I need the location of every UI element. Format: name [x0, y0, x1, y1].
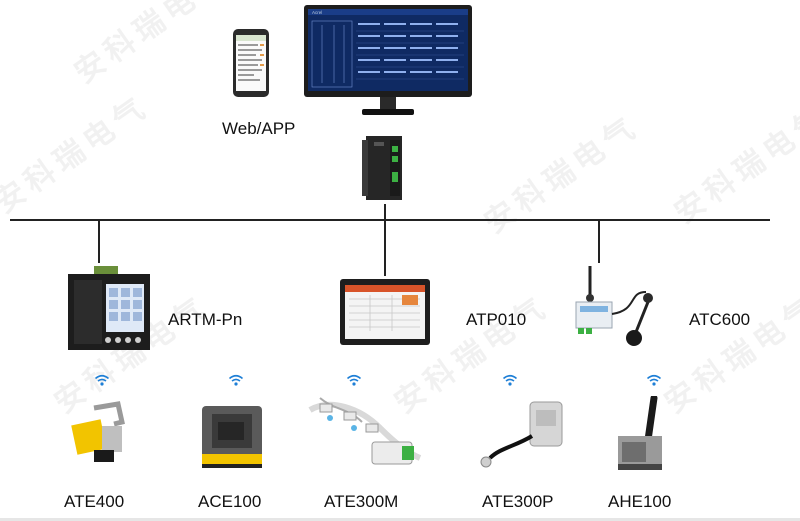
touch-screen-icon — [340, 279, 430, 350]
wifi-icon — [346, 374, 362, 386]
clamp-sensor-icon — [68, 400, 138, 475]
antenna-module-icon — [612, 394, 672, 481]
smartphone-icon — [232, 28, 270, 103]
connector-line — [384, 221, 386, 276]
sensor-label: ATE300M — [324, 492, 399, 511]
connector-line — [98, 221, 100, 263]
connector-line — [384, 204, 386, 220]
sensor-chain-icon — [300, 388, 430, 483]
watermark: 安科瑞电气 — [668, 98, 800, 231]
probe-sensor-icon — [476, 396, 568, 479]
watermark: 安科瑞电气 — [658, 288, 800, 421]
sensor-label: ACE100 — [198, 492, 262, 511]
connector-line — [598, 221, 600, 263]
meter-panel-icon — [64, 266, 154, 363]
wifi-icon — [228, 374, 244, 386]
watermark: 安科瑞电气 — [0, 88, 156, 221]
wireless-receiver-icon — [568, 262, 660, 359]
sensor-label: ATE300P — [482, 492, 554, 511]
monitor-icon: Acrel — [304, 5, 472, 122]
controller-label: ARTM-Pn — [168, 310, 243, 329]
sensor-label: ATE400 — [64, 492, 125, 511]
bus-line — [10, 219, 770, 221]
bottom-edge — [0, 518, 800, 521]
web-app-label: Web/APP — [222, 119, 296, 138]
wifi-icon — [646, 374, 662, 386]
watermark: 安科瑞电气 — [68, 0, 236, 91]
gateway-icon — [362, 132, 408, 209]
controller-label: ATC600 — [689, 310, 751, 329]
wifi-icon — [502, 374, 518, 386]
wifi-icon — [94, 374, 110, 386]
controller-label: ATP010 — [466, 310, 527, 329]
sensor-label: AHE100 — [608, 492, 672, 511]
monitor-header-text: Acrel — [312, 10, 322, 15]
collector-icon — [198, 402, 268, 477]
